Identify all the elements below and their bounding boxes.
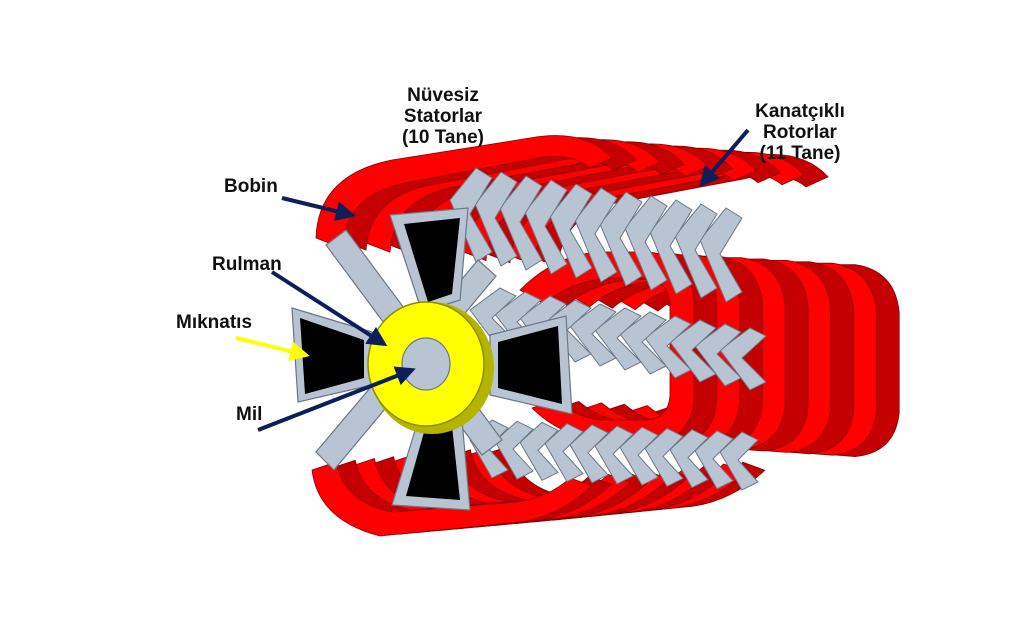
rotor-blade <box>649 199 693 295</box>
stator-label-line1: Nüvesiz <box>407 85 479 106</box>
shaft <box>401 337 451 391</box>
rotor-blade <box>594 425 634 485</box>
rotor-blade <box>524 179 568 275</box>
rotor-arrow <box>699 128 750 188</box>
coil-stacks <box>311 135 900 537</box>
rotor-blade <box>674 203 718 299</box>
rotor-blade <box>719 327 767 391</box>
rulman-label: Rulman <box>212 254 282 275</box>
rotor-blade <box>474 171 518 267</box>
rotor-blade <box>719 431 759 491</box>
stator-label-line3: (10 Tane) <box>402 127 484 148</box>
rotor-blades <box>449 167 767 491</box>
bobin-label: Bobin <box>224 176 278 197</box>
miknatis-arrow <box>235 336 310 361</box>
mil-label: Mil <box>236 404 262 425</box>
magnet-segment-top-core <box>404 218 460 302</box>
rulman-arrow <box>270 270 388 347</box>
rotor-blade <box>549 183 593 279</box>
rotor-blade <box>494 420 534 480</box>
rotor-blade <box>619 311 667 375</box>
rotor-blade <box>644 427 684 488</box>
rotor-blade <box>694 323 742 387</box>
labels: Nüvesiz Statorlar (10 Tane) Kanatçıklı R… <box>176 85 845 425</box>
rotor-blade <box>569 424 609 484</box>
rotor-blade <box>574 187 618 283</box>
rotor-blade <box>599 191 643 287</box>
rotor-blade <box>569 303 617 367</box>
rotor-label-line1: Kanatçıklı <box>755 101 845 122</box>
stator-label-line2: Statorlar <box>404 106 483 127</box>
rotor-blade <box>669 428 709 489</box>
rotor-blade <box>544 422 584 483</box>
rotor-blade <box>644 315 692 379</box>
rotor-blade <box>699 207 743 303</box>
rotor-blade <box>594 307 642 371</box>
magnet-segment-left-core <box>300 318 364 394</box>
rotor-blade <box>624 195 668 291</box>
lower-coil <box>311 461 593 537</box>
callout-arrows <box>235 128 750 432</box>
magnet-segment-bottom-core <box>406 418 460 500</box>
upper-coil <box>315 135 613 249</box>
rotor-blade <box>519 421 559 482</box>
rotor-label-line3: (11 Tane) <box>760 143 841 164</box>
magnet-segment-right-core <box>498 326 562 404</box>
rotor-blade <box>499 175 543 271</box>
rotor-blade <box>619 426 659 486</box>
rotor-blade <box>669 319 717 383</box>
rotor-blade <box>694 430 734 490</box>
mil-arrow <box>257 366 416 432</box>
miknatis-label: Mıknatıs <box>176 312 252 333</box>
rotor-label-line2: Rotorlar <box>763 122 838 143</box>
bobin-arrow <box>281 196 356 221</box>
